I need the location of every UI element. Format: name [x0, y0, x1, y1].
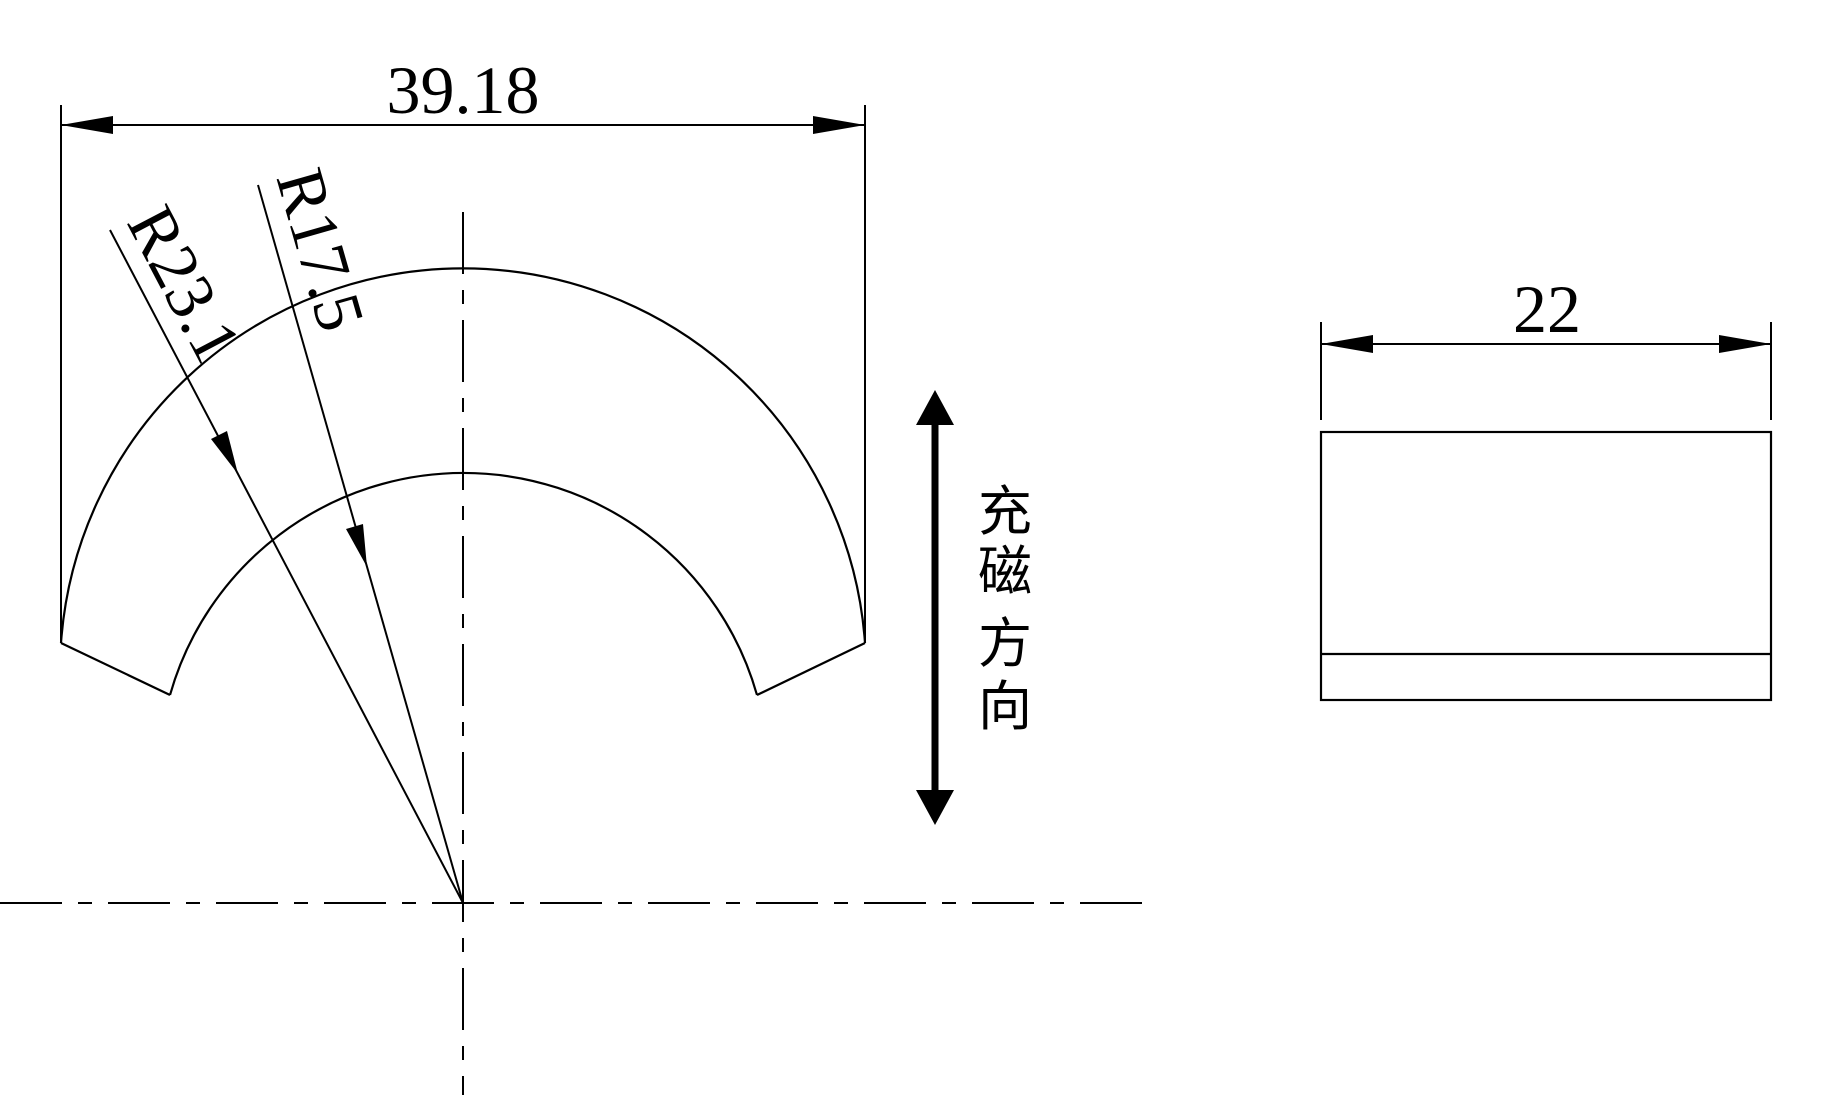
magnetization-char-1: 充 [978, 480, 1032, 543]
length-label: 22 [1513, 271, 1581, 347]
magnetization-char-3: 方 [978, 612, 1032, 675]
magnetization-direction: 充 磁 方 向 [916, 390, 1032, 825]
arrow-right [1719, 335, 1771, 353]
length-dimension: 22 [1320, 271, 1772, 420]
outer-radius-leader: R23.1 [109, 194, 464, 904]
magnetization-char-4: 向 [978, 675, 1032, 738]
inner-radius-leader: R17.5 [257, 160, 464, 904]
side-view [1319, 430, 1773, 702]
arrow-left [61, 116, 113, 134]
leader-arrow [211, 431, 238, 474]
arrow-left [1321, 335, 1373, 353]
direction-arrow-head-down [916, 790, 954, 825]
right-end-edge [756, 642, 866, 696]
arrow-right [813, 116, 865, 134]
chord-width-label: 39.18 [387, 52, 540, 128]
side-view-outline [1319, 430, 1773, 702]
direction-arrow-head-up [916, 390, 954, 425]
leader-line [109, 229, 464, 904]
center-lines [0, 212, 1150, 1095]
left-end-edge [60, 642, 171, 696]
chord-width-dimension: 39.18 [60, 52, 866, 643]
magnetization-char-2: 磁 [978, 540, 1032, 603]
outer-radius-label: R23.1 [113, 194, 257, 375]
leader-arrow [346, 524, 367, 567]
